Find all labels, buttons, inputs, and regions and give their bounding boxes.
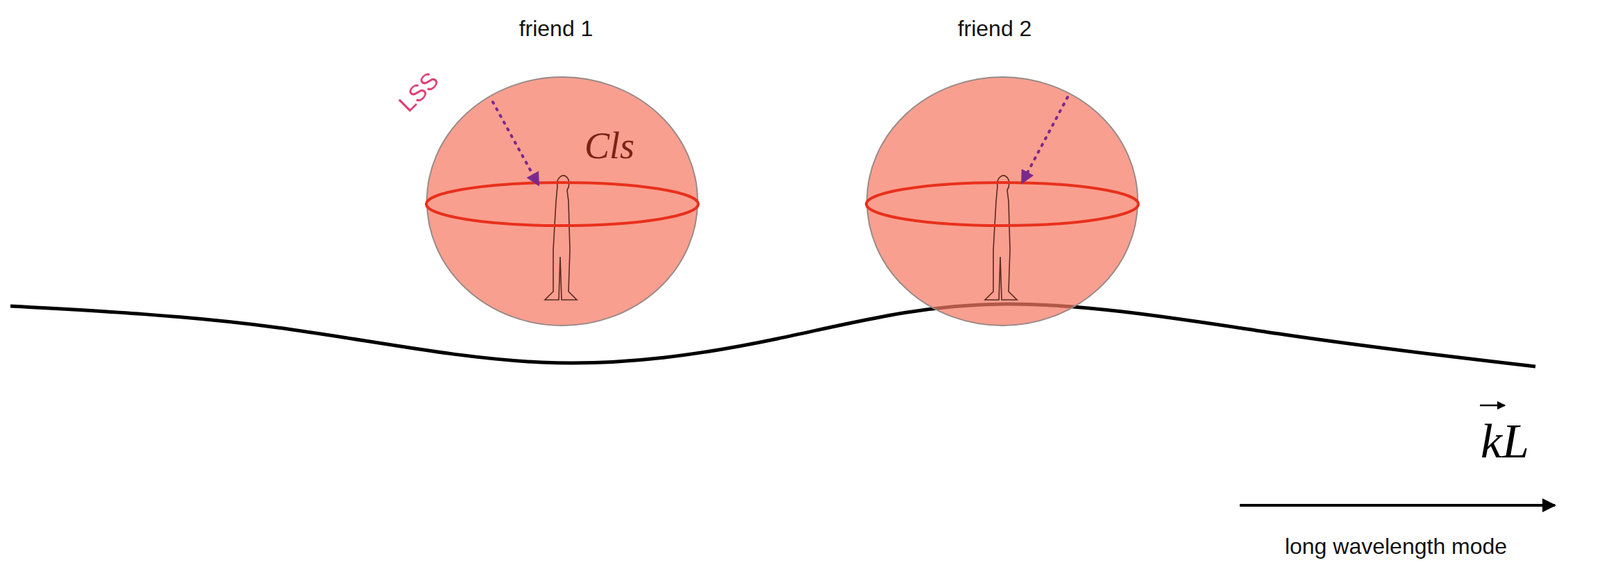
observer-name: friend 2: [957, 15, 1033, 42]
direction-arrow: [1239, 503, 1555, 507]
observer-sphere: friend 2: [865, 75, 1140, 327]
lss-label: LSS: [392, 65, 444, 117]
sphere-drawing: [425, 75, 700, 327]
long-wave: [10, 304, 1536, 367]
photon-path: [1022, 97, 1068, 182]
photon-path: [492, 102, 538, 184]
person-figure: [984, 175, 1017, 300]
observer-sphere: friend 1: [425, 75, 700, 327]
sphere: [426, 77, 698, 326]
vector-arrow: [1479, 404, 1505, 407]
horizon-ring: [426, 182, 699, 226]
sphere: [866, 77, 1138, 326]
wavevector-symbol: kL: [1480, 413, 1530, 470]
person-figure: [544, 175, 577, 300]
axis-caption: long wavelength mode: [1284, 533, 1507, 560]
horizon-ring: [866, 182, 1139, 226]
sphere-drawing: [865, 75, 1140, 327]
observer-name: friend 1: [519, 15, 594, 42]
math-symbol: Cls: [584, 124, 635, 168]
